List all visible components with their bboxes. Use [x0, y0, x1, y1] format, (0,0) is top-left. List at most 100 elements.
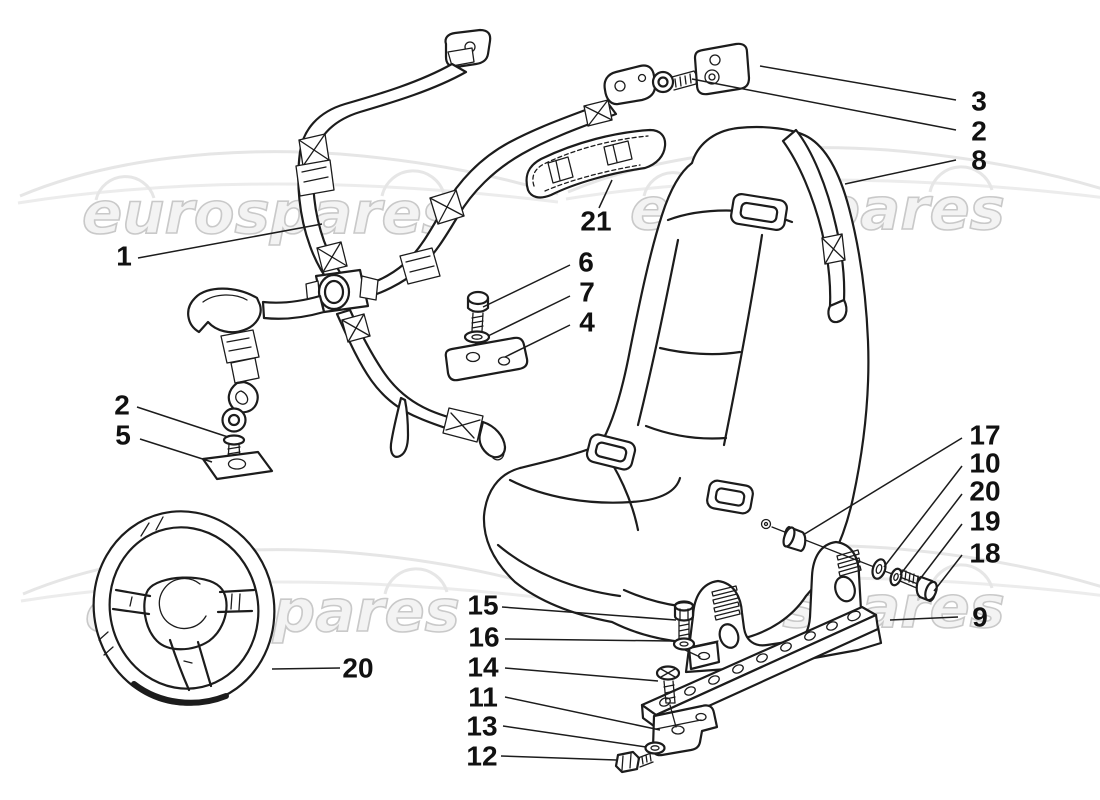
belt-adjuster-buckle — [295, 159, 335, 197]
seat-backrest-seam-left — [636, 238, 680, 427]
wheel-rim-inner — [108, 526, 260, 690]
belt-anchor-end-right — [603, 64, 657, 106]
leader-line — [504, 667, 659, 682]
leader-line — [691, 78, 957, 131]
anchor-end-clamp — [447, 47, 475, 67]
anchor-plate-hole — [709, 54, 721, 66]
leader-line — [482, 264, 571, 308]
callout-20-steering-wheel[interactable]: 20 — [342, 653, 373, 684]
left-lap-belt-band — [261, 294, 326, 320]
leader-line — [502, 725, 647, 748]
x-stitch-cross — [429, 189, 465, 225]
belt-link — [230, 357, 260, 384]
l-bracket-hole — [671, 725, 685, 735]
callout-16[interactable]: 16 — [468, 622, 499, 653]
hex-screw-facets — [621, 753, 632, 771]
seat-belt-slot-lower — [706, 479, 754, 515]
anchor-plate — [201, 450, 274, 481]
bracket-oval-hole — [718, 623, 740, 649]
callout-5[interactable]: 5 — [115, 420, 131, 451]
hex-screw-head — [614, 750, 641, 774]
snap-hook — [478, 420, 507, 459]
eye-bolt-ring-hole — [227, 413, 241, 427]
assembly-axis — [684, 649, 701, 658]
eye-bolt-ring — [221, 407, 247, 433]
washer — [871, 558, 887, 580]
leader-line — [500, 755, 617, 761]
leader-line — [889, 616, 959, 621]
anchor-plate-stud — [704, 69, 720, 85]
callout-10[interactable]: 10 — [969, 448, 1000, 479]
leader-line — [137, 223, 323, 259]
rotary-buckle-ring — [323, 279, 345, 305]
x-stitch-cross — [298, 133, 330, 167]
callout-leaders — [136, 65, 963, 761]
screw-head-under — [656, 674, 680, 681]
spring-washer — [889, 567, 903, 587]
leader-line — [802, 437, 963, 536]
leader-line — [139, 438, 213, 463]
callout-12[interactable]: 12 — [466, 741, 497, 772]
seat-shell-outline — [482, 125, 870, 645]
eye-bolt-thread — [227, 443, 241, 466]
callout-6[interactable]: 6 — [578, 247, 594, 278]
pad-keeper-loop — [603, 140, 633, 166]
l-bracket-hole — [695, 712, 707, 722]
seat-mount-pin-hole — [763, 521, 769, 527]
wheel-spokes — [111, 588, 256, 692]
callout-9[interactable]: 9 — [972, 602, 988, 633]
spring-washer-hole — [893, 572, 899, 582]
leader-line — [504, 638, 673, 642]
callout-8[interactable]: 8 — [971, 145, 987, 176]
leader-line — [504, 324, 571, 358]
l-bracket-bend — [655, 719, 702, 730]
washer — [644, 741, 666, 755]
washer — [672, 637, 696, 651]
leader-line — [136, 406, 229, 438]
callout-15[interactable]: 15 — [467, 590, 498, 621]
callout-19[interactable]: 19 — [969, 506, 1000, 537]
belt-adjuster-buckle — [399, 247, 441, 285]
eye-bolt-ring-hole — [657, 76, 669, 88]
screw-head-side — [466, 296, 490, 313]
leader-line — [883, 465, 963, 568]
callout-7[interactable]: 7 — [579, 277, 595, 308]
plate-hole — [465, 351, 481, 363]
callout-13[interactable]: 13 — [466, 711, 497, 742]
washer-hole — [650, 745, 660, 751]
pad-stitching — [532, 135, 649, 192]
callout-17[interactable]: 17 — [969, 420, 1000, 451]
pad-seam — [202, 294, 248, 303]
leader-line — [504, 696, 661, 731]
leader-line — [598, 179, 613, 209]
seat-belt-slot-left — [585, 433, 637, 471]
callout-4[interactable]: 4 — [579, 307, 595, 338]
horn-ring — [158, 577, 207, 630]
anchor-plate — [693, 42, 751, 96]
bracket-foot-tab — [687, 640, 721, 671]
assembly-axis — [669, 704, 677, 728]
callout-20-right[interactable]: 20 — [969, 476, 1000, 507]
callout-11[interactable]: 11 — [468, 682, 498, 713]
eye-bolt-thread — [671, 70, 698, 91]
callout-18[interactable]: 18 — [969, 538, 1000, 569]
callout-2-left[interactable]: 2 — [114, 390, 130, 421]
callout-3[interactable]: 3 — [971, 86, 987, 117]
snap-hook-tip — [492, 451, 505, 461]
callout-21[interactable]: 21 — [580, 206, 611, 237]
eye-bolt-ring — [651, 70, 675, 94]
anchor-plate-stud-hole — [708, 73, 716, 81]
callout-1[interactable]: 1 — [116, 241, 132, 272]
seat-cross-seam — [658, 346, 742, 356]
pad-keeper-slot — [555, 160, 561, 181]
belt-end-flap — [389, 396, 410, 458]
diagram-artwork — [92, 28, 938, 774]
callout-2-upper[interactable]: 2 — [971, 116, 987, 147]
wheel-hub — [143, 576, 228, 651]
screw-head — [466, 290, 490, 306]
belt-end-fold — [827, 298, 848, 324]
seat-mount-assembly-drawing — [614, 540, 883, 774]
callout-14[interactable]: 14 — [467, 652, 499, 683]
